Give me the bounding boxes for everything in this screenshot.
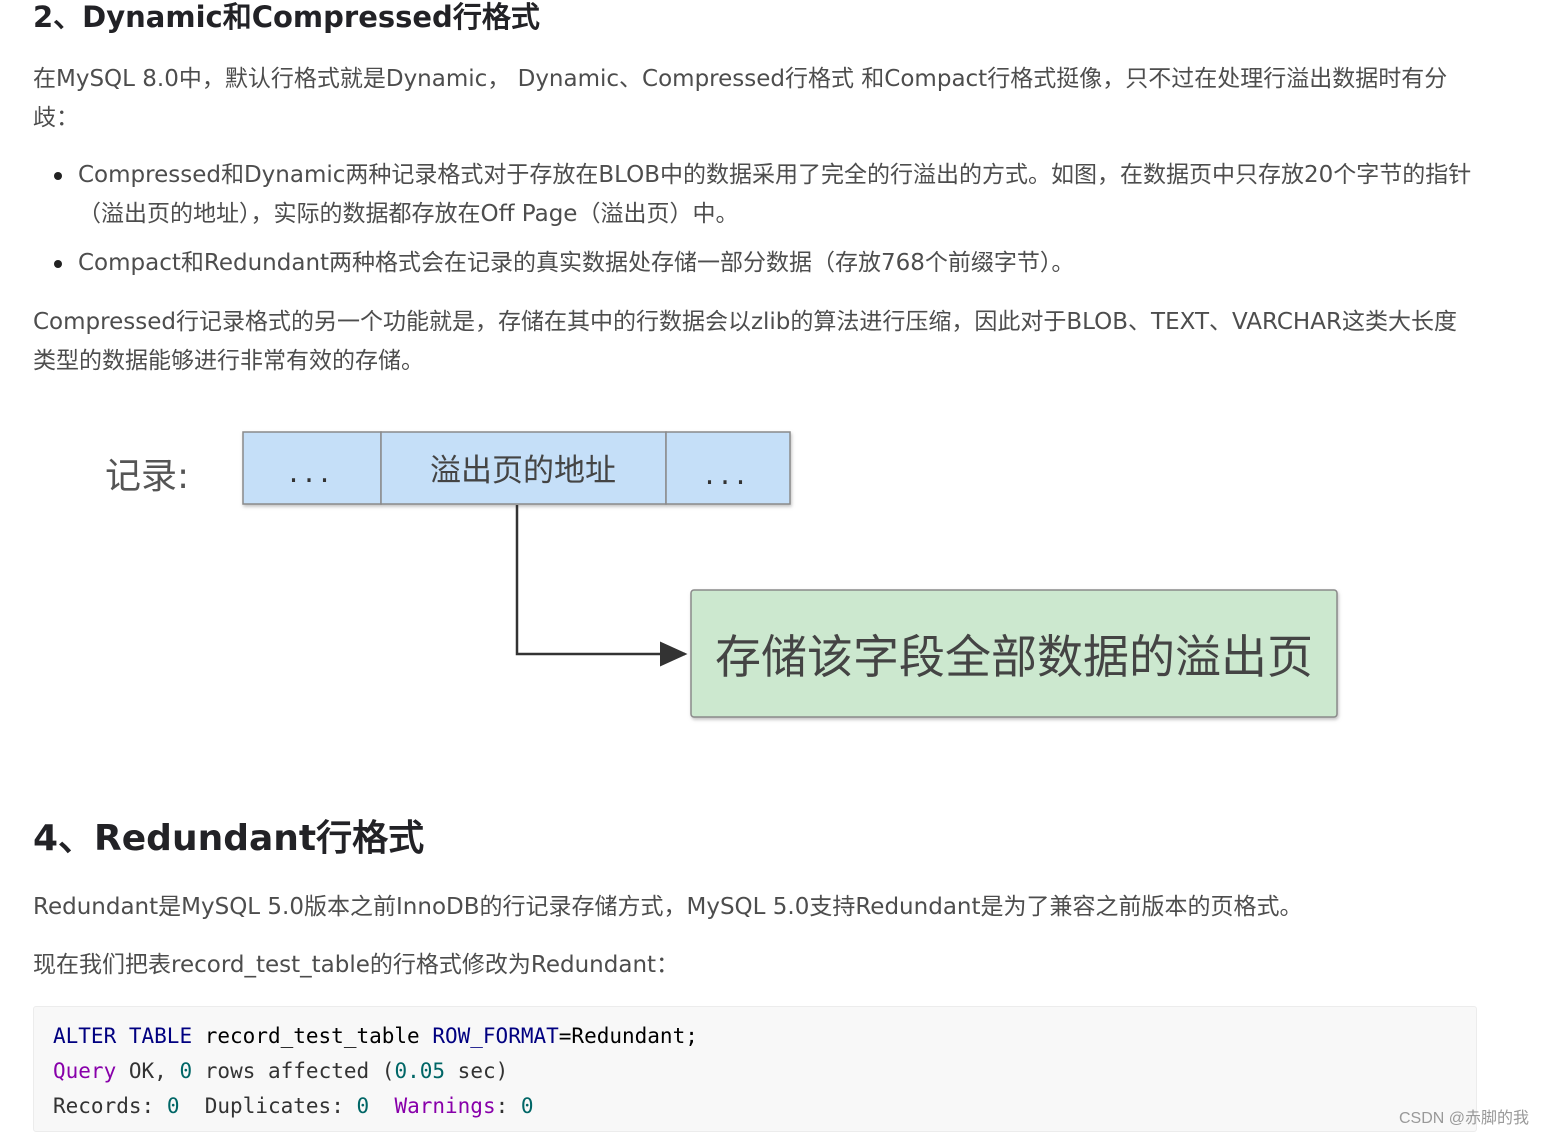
- code-block[interactable]: ALTER TABLE record_test_table ROW_FORMAT…: [33, 1006, 1477, 1132]
- code-token: 0: [179, 1059, 193, 1083]
- code-token: TABLE: [128, 1024, 193, 1048]
- code-token: Query: [53, 1059, 117, 1083]
- list-item: Compact和Redundant两种格式会在记录的真实数据处存储一部分数据（存…: [33, 244, 1473, 283]
- section-heading-redundant: 4、Redundant行格式: [33, 818, 425, 859]
- alter-intro-paragraph: 现在我们把表record_test_table的行格式修改为Redundant：: [33, 952, 680, 978]
- pointer-arrow: [515, 505, 688, 667]
- code-token: Records:: [53, 1094, 155, 1118]
- redundant-paragraph: Redundant是MySQL 5.0版本之前InnoDB的行记录存储方式，My…: [33, 894, 1303, 920]
- section-heading-dynamic: 2、Dynamic和Compressed行格式: [33, 0, 540, 34]
- intro-paragraph: 在MySQL 8.0中，默认行格式就是Dynamic， Dynamic、Comp…: [33, 66, 1448, 131]
- bullet-list: Compressed和Dynamic两种记录格式对于存放在BLOB中的数据采用了…: [33, 156, 1473, 293]
- code-token: ROW_FORMAT: [432, 1024, 559, 1048]
- overflow-page-text: 存储该字段全部数据的溢出页: [715, 630, 1313, 684]
- record-cells: [242, 431, 791, 505]
- code-token: =Redundant;: [558, 1024, 698, 1048]
- code-token: 0: [356, 1094, 370, 1118]
- cell-middle: [380, 431, 667, 505]
- code-line: Query OK, 0 rows affected (0.05 sec): [53, 1054, 1476, 1089]
- csdn-watermark: CSDN @赤脚的我: [1398, 1110, 1529, 1127]
- code-token: :: [495, 1094, 509, 1118]
- cell-right: [665, 431, 791, 505]
- code-token: Duplicates:: [204, 1094, 344, 1118]
- code-token: sec): [457, 1059, 509, 1083]
- cell-left: [242, 431, 382, 505]
- compressed-paragraph: Compressed行记录格式的另一个功能就是，存储在其中的行数据会以zlib的…: [33, 309, 1457, 374]
- code-line: ALTER TABLE record_test_table ROW_FORMAT…: [53, 1019, 1476, 1054]
- code-token: ALTER: [53, 1024, 117, 1048]
- code-token: OK,: [128, 1059, 167, 1083]
- code-token: rows affected (: [204, 1059, 395, 1083]
- code-line: Records: 0 Duplicates: 0 Warnings: 0: [53, 1089, 1476, 1124]
- code-token: 0.05: [394, 1059, 446, 1083]
- cell-left-text: ...: [289, 455, 336, 490]
- code-token: 0: [520, 1094, 534, 1118]
- code-token: record_test_table: [204, 1024, 420, 1048]
- list-item: Compressed和Dynamic两种记录格式对于存放在BLOB中的数据采用了…: [33, 156, 1473, 234]
- overflow-diagram: 记录: ... 溢出页的地址 ... 存储该字段全部数据的溢出页: [105, 431, 1338, 718]
- cell-right-text: ...: [705, 457, 752, 492]
- record-label: 记录:: [105, 456, 189, 497]
- overflow-page-box: [690, 589, 1338, 718]
- code-token: Warnings: [394, 1094, 496, 1118]
- code-token: 0: [166, 1094, 180, 1118]
- cell-middle-text: 溢出页的地址: [430, 453, 616, 489]
